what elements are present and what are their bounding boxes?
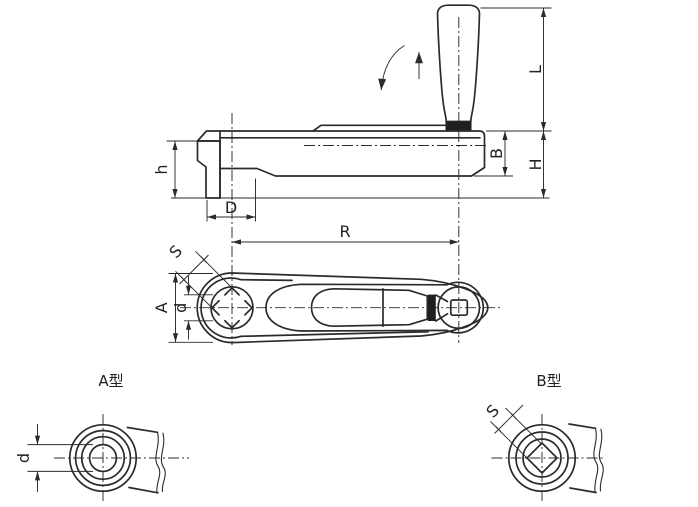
dim-D: D xyxy=(206,178,256,222)
dim-A: A xyxy=(152,273,213,343)
dim-h: h xyxy=(152,141,178,198)
dim-label-h: h xyxy=(152,164,171,174)
detail-a-arm-bottom-edge xyxy=(128,486,159,494)
detail-b-outer-circle xyxy=(507,423,577,493)
hub-section-hatched xyxy=(196,140,221,199)
dim-label-da: d xyxy=(14,453,33,463)
nut-wedge-lines xyxy=(434,294,449,322)
hub-bore-circle xyxy=(210,285,254,330)
dim-label-D: D xyxy=(225,198,237,217)
detail-b-square-bore xyxy=(526,442,558,474)
detail-b-middle-circle xyxy=(515,431,569,485)
knob-base-circle xyxy=(437,286,481,330)
detail-b-break-line-1 xyxy=(593,427,599,494)
detail-b-title: B型 xyxy=(536,372,561,390)
dim-ticks-S xyxy=(180,256,207,283)
dim-label-B: B xyxy=(487,148,506,159)
detail-b-arm-bottom-edge xyxy=(569,487,597,494)
side-view-dimensions: L H B h D R xyxy=(152,7,552,245)
plan-inner-contour-left xyxy=(200,277,242,339)
fold-rotation-arrow xyxy=(378,45,405,91)
plan-inner-bottom-edge xyxy=(240,330,429,338)
plan-grip-pocket xyxy=(310,287,429,328)
detail-a-outer-circle xyxy=(68,423,138,493)
plan-recess-contour xyxy=(265,281,485,334)
dim-label-sb: S xyxy=(482,401,503,422)
knob-stud-square xyxy=(449,299,469,317)
detail-a-break-line-2 xyxy=(160,432,166,493)
detail-view-b: B型 S xyxy=(482,372,604,501)
dim-label-S: S xyxy=(165,241,186,262)
dim-ticks-sb xyxy=(495,412,517,433)
knob-outline xyxy=(436,4,481,123)
top-boss-ridge xyxy=(312,124,447,132)
plan-view-dimensions: A d S xyxy=(152,241,233,343)
chevron-right xyxy=(244,299,253,316)
dim-label-L: L xyxy=(526,65,545,74)
detail-a-break-line-1 xyxy=(155,431,161,494)
dim-d-plan: d xyxy=(171,276,213,340)
detail-a-title: A型 xyxy=(98,372,123,390)
dim-B: B xyxy=(487,131,508,176)
detail-a-bore-circle xyxy=(88,443,118,473)
knob-nut-bar xyxy=(427,294,436,321)
plan-view xyxy=(180,272,500,344)
detail-b-arm-top-edge xyxy=(568,423,597,430)
square-hole-chevrons xyxy=(211,286,253,329)
dim-d-detail-a: d xyxy=(14,424,93,492)
detail-view-a: A型 d xyxy=(14,372,189,503)
detail-b-boss-circle xyxy=(522,438,562,478)
dim-S-detail-b: S xyxy=(482,401,543,459)
arm-body-outline xyxy=(196,130,486,177)
plan-inner-top-edge xyxy=(240,278,293,282)
dim-L: L xyxy=(526,8,547,131)
dim-label-d: d xyxy=(171,303,190,313)
detail-a-arm-top-edge xyxy=(126,426,159,434)
detail-a-boss-circle xyxy=(80,435,126,481)
dim-label-H: H xyxy=(526,158,545,170)
dim-label-R: R xyxy=(339,222,350,241)
dim-H: H xyxy=(526,131,547,198)
dim-R: R xyxy=(232,222,459,245)
dim-label-A: A xyxy=(152,302,171,313)
detail-a-middle-circle xyxy=(74,429,132,487)
chevron-bottom xyxy=(224,319,240,329)
dim-line-sb xyxy=(494,404,524,434)
knob-washer xyxy=(445,121,472,131)
detail-b-break-line-2 xyxy=(598,428,604,492)
plan-outer-outline xyxy=(196,272,489,344)
